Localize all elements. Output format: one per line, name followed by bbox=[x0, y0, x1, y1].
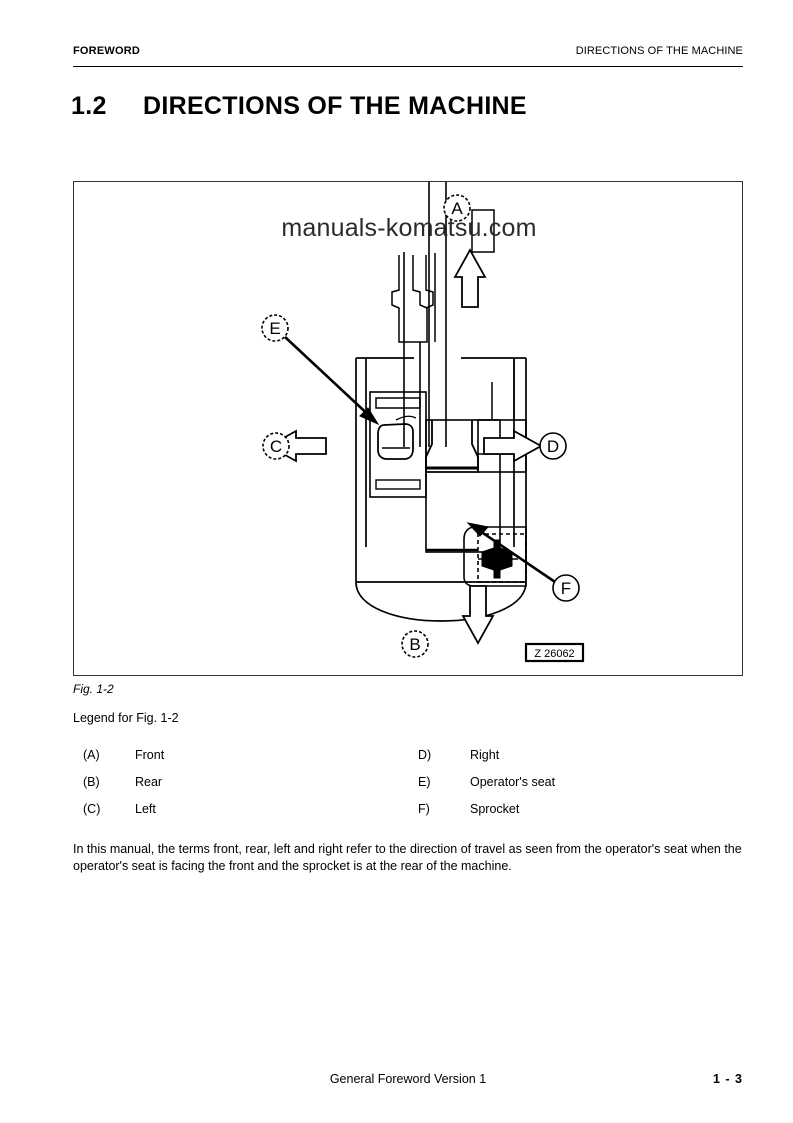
legend-value: Rear bbox=[135, 775, 163, 789]
legend-value: Left bbox=[135, 802, 156, 816]
legend-col-left: (B) Rear bbox=[73, 775, 408, 802]
callout-circle-b bbox=[401, 630, 429, 658]
callout-label-f: F bbox=[561, 579, 571, 598]
figure-ref-code: Z 26062 bbox=[534, 648, 574, 660]
arrow-right bbox=[483, 429, 543, 463]
figure-ref-box: Z 26062 bbox=[524, 642, 585, 663]
callout-circle-a bbox=[443, 194, 471, 222]
body-paragraph: In this manual, the terms front, rear, l… bbox=[73, 842, 742, 873]
callout-circle-f bbox=[552, 574, 580, 602]
callout-label-e: E bbox=[269, 319, 280, 338]
callout-circle-c bbox=[262, 432, 290, 460]
legend-col-right: D) Right bbox=[408, 748, 743, 775]
leader-arrowhead-e bbox=[359, 407, 380, 426]
section-title-text: DIRECTIONS OF THE MACHINE bbox=[143, 92, 527, 120]
legend-row: (B) Rear E) Operator's seat bbox=[73, 775, 743, 802]
machine-top-view-diagram: A B C D E F Z 26062 bbox=[261, 182, 585, 663]
footer-page-number: 1 - 3 bbox=[712, 1072, 743, 1086]
legend-col-right: E) Operator's seat bbox=[408, 775, 743, 802]
legend-key: F) bbox=[418, 802, 430, 816]
arrow-rear bbox=[461, 585, 495, 645]
callout-circle-e bbox=[261, 314, 289, 342]
legend-table: (A) Front D) Right (B) Rear E) Operator'… bbox=[73, 748, 743, 829]
callout-label-d: D bbox=[547, 437, 559, 456]
leader-line-e bbox=[284, 336, 375, 421]
header-left-label: FOREWORD bbox=[73, 45, 140, 57]
running-header: FOREWORD DIRECTIONS OF THE MACHINE bbox=[73, 45, 743, 57]
section-number: 1.2 bbox=[71, 92, 107, 120]
legend-key: (B) bbox=[83, 775, 100, 789]
leader-arrowhead-f bbox=[466, 522, 489, 537]
legend-value: Front bbox=[135, 748, 165, 762]
callout-label-b: B bbox=[409, 635, 420, 654]
header-divider bbox=[73, 66, 743, 67]
leader-line-f bbox=[473, 525, 562, 588]
legend-row: (C) Left F) Sprocket bbox=[73, 802, 743, 829]
legend-key: (C) bbox=[83, 802, 101, 816]
legend-value: Sprocket bbox=[470, 802, 520, 816]
legend-value: Right bbox=[470, 748, 500, 762]
callout-label-c: C bbox=[270, 437, 282, 456]
arrow-front bbox=[453, 248, 487, 308]
callout-circle-d bbox=[539, 432, 567, 460]
figure-caption: Fig. 1-2 bbox=[73, 682, 114, 696]
footer-document-title: General Foreword Version 1 bbox=[329, 1072, 487, 1086]
legend-key: (A) bbox=[83, 748, 100, 762]
legend-col-right: F) Sprocket bbox=[408, 802, 743, 829]
callout-label-a: A bbox=[451, 199, 463, 218]
legend-row: (A) Front D) Right bbox=[73, 748, 743, 775]
legend-key: D) bbox=[418, 748, 432, 762]
legend-col-left: (A) Front bbox=[73, 748, 408, 775]
legend-value: Operator's seat bbox=[470, 775, 556, 789]
header-right-label: DIRECTIONS OF THE MACHINE bbox=[575, 45, 743, 57]
legend-col-left: (C) Left bbox=[73, 802, 408, 829]
legend-title: Legend for Fig. 1-2 bbox=[73, 711, 179, 725]
page-title: 1.2 DIRECTIONS OF THE MACHINE bbox=[71, 92, 527, 121]
legend-key: E) bbox=[418, 775, 431, 789]
figure-frame: A B C D E F Z 26062 bbox=[73, 181, 743, 676]
